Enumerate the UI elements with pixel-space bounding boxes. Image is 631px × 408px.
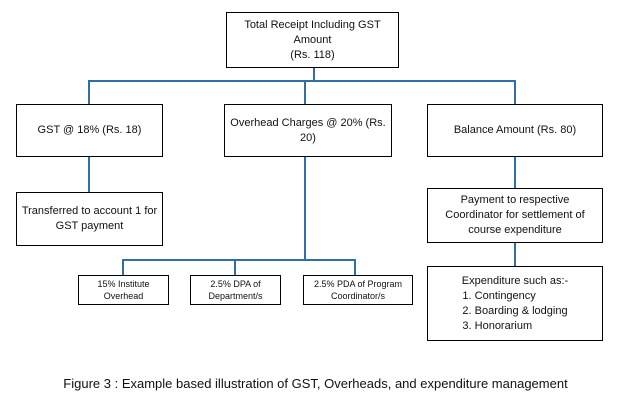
connector-gst-to-transfer xyxy=(88,156,90,192)
figure-caption: Figure 3 : Example based illustration of… xyxy=(63,376,568,391)
payment-coordinator-node: Payment to respective Coordinator for se… xyxy=(427,188,603,243)
dpa-department-node: 2.5% DPA of Department/s xyxy=(190,275,281,305)
expenditure-node: Expenditure such as:- 1. Contingency 2. … xyxy=(427,266,603,341)
connector-to-balance xyxy=(514,80,516,104)
connector-level1-horizontal xyxy=(88,80,516,82)
connector-to-dpa xyxy=(234,259,236,275)
gst-node: GST @ 18% (Rs. 18) xyxy=(16,104,163,157)
connector-to-overhead xyxy=(304,80,306,104)
connector-to-pda xyxy=(354,259,356,275)
overhead-charges-node: Overhead Charges @ 20% (Rs. 20) xyxy=(224,104,392,157)
connector-balance-to-payment xyxy=(514,156,516,188)
connector-to-gst xyxy=(88,80,90,104)
expenditure-item: 3. Honorarium xyxy=(462,319,533,332)
institute-overhead-node: 15% Institute Overhead xyxy=(78,275,169,305)
gst-transfer-node: Transferred to account 1 for GST payment xyxy=(16,192,163,246)
connector-overhead-children-horizontal xyxy=(122,259,356,261)
connector-overhead-down xyxy=(304,156,306,260)
balance-amount-node: Balance Amount (Rs. 80) xyxy=(427,104,603,157)
connector-to-institute-overhead xyxy=(122,259,124,275)
connector-root-down xyxy=(313,66,315,80)
expenditure-list: 1. Contingency 2. Boarding & lodging 3. … xyxy=(462,289,567,334)
expenditure-heading: Expenditure such as:- xyxy=(461,274,569,287)
connector-payment-to-expenditure xyxy=(514,242,516,266)
expenditure-item: 1. Contingency xyxy=(462,289,536,302)
pda-coordinator-node: 2.5% PDA of Program Coordinator/s xyxy=(303,275,413,305)
expenditure-item: 2. Boarding & lodging xyxy=(462,304,568,317)
root-node: Total Receipt Including GST Amount (Rs. … xyxy=(226,12,399,68)
